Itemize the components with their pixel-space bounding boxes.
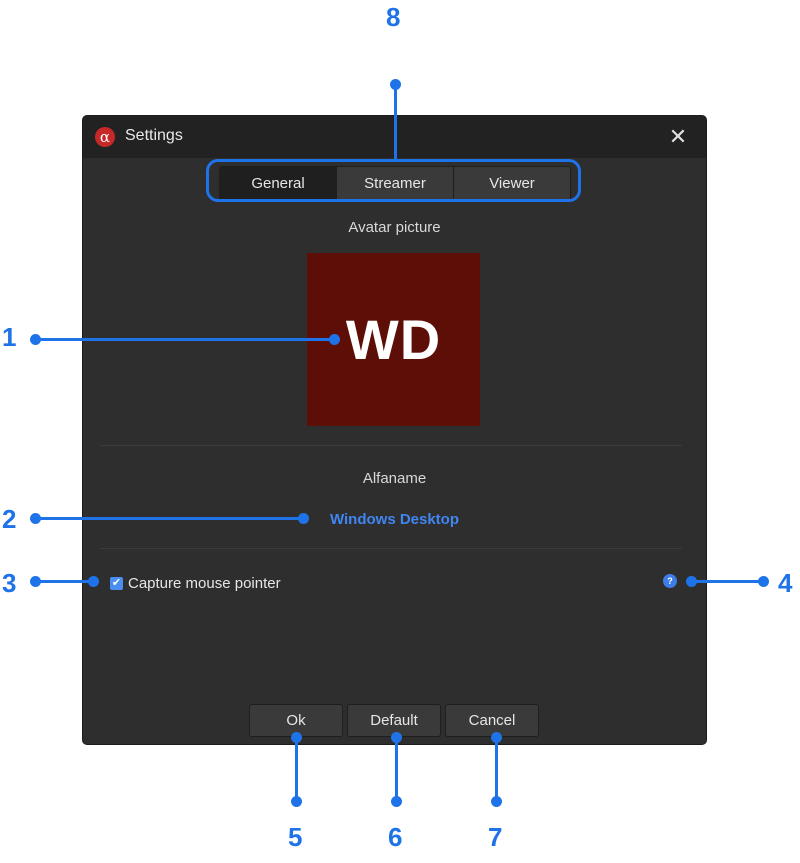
callout-dot — [30, 334, 41, 345]
callout-dot — [758, 576, 769, 587]
callout-line — [295, 737, 298, 800]
ok-button[interactable]: Ok — [249, 704, 343, 737]
capture-mouse-label: Capture mouse pointer — [128, 574, 281, 592]
callout-number-7: 7 — [488, 822, 503, 852]
callout-dot — [329, 334, 340, 345]
cancel-button[interactable]: Cancel — [445, 704, 539, 737]
callout-number-3: 3 — [2, 568, 17, 598]
checkbox-checked-icon[interactable]: ✔ — [110, 576, 123, 590]
help-icon[interactable]: ? — [663, 574, 677, 588]
capture-mouse-checkbox-row[interactable]: ✔ Capture mouse pointer — [110, 574, 281, 592]
callout-number-5: 5 — [288, 822, 303, 852]
callout-number-8: 8 — [386, 2, 401, 32]
callout-dot — [30, 576, 41, 587]
avatar-section-label: Avatar picture — [348, 219, 441, 236]
callout-line — [691, 580, 763, 583]
callout-number-2: 2 — [2, 504, 17, 534]
callout-line — [36, 580, 92, 583]
callout-line — [395, 737, 398, 800]
divider — [100, 445, 682, 446]
tab-viewer[interactable]: Viewer — [489, 175, 535, 192]
divider — [100, 548, 682, 549]
callout-dot — [88, 576, 99, 587]
tab-streamer[interactable]: Streamer — [337, 167, 454, 200]
callout-dot — [30, 513, 41, 524]
dialog-title: Settings — [125, 127, 183, 144]
callout-dot — [298, 513, 309, 524]
callout-dot — [391, 796, 402, 807]
callout-number-4: 4 — [778, 568, 793, 598]
tab-general[interactable]: General — [220, 167, 337, 200]
callout-line — [495, 737, 498, 800]
tab-bar-highlight — [206, 159, 581, 202]
close-icon[interactable]: ✕ — [668, 124, 688, 149]
alfaname-value-link[interactable]: Windows Desktop — [329, 511, 460, 528]
settings-dialog: α Settings ✕ General Streamer Viewer Ava… — [83, 116, 706, 744]
app-logo-icon: α — [95, 127, 115, 147]
callout-line — [36, 517, 302, 520]
callout-dot — [491, 796, 502, 807]
tab-bar: General Streamer Viewer — [219, 166, 571, 201]
alfaname-label: Alfaname — [362, 470, 427, 487]
callout-number-6: 6 — [388, 822, 403, 852]
callout-number-1: 1 — [2, 322, 17, 352]
callout-dot — [291, 796, 302, 807]
callout-line — [394, 84, 397, 159]
callout-line — [36, 338, 334, 341]
